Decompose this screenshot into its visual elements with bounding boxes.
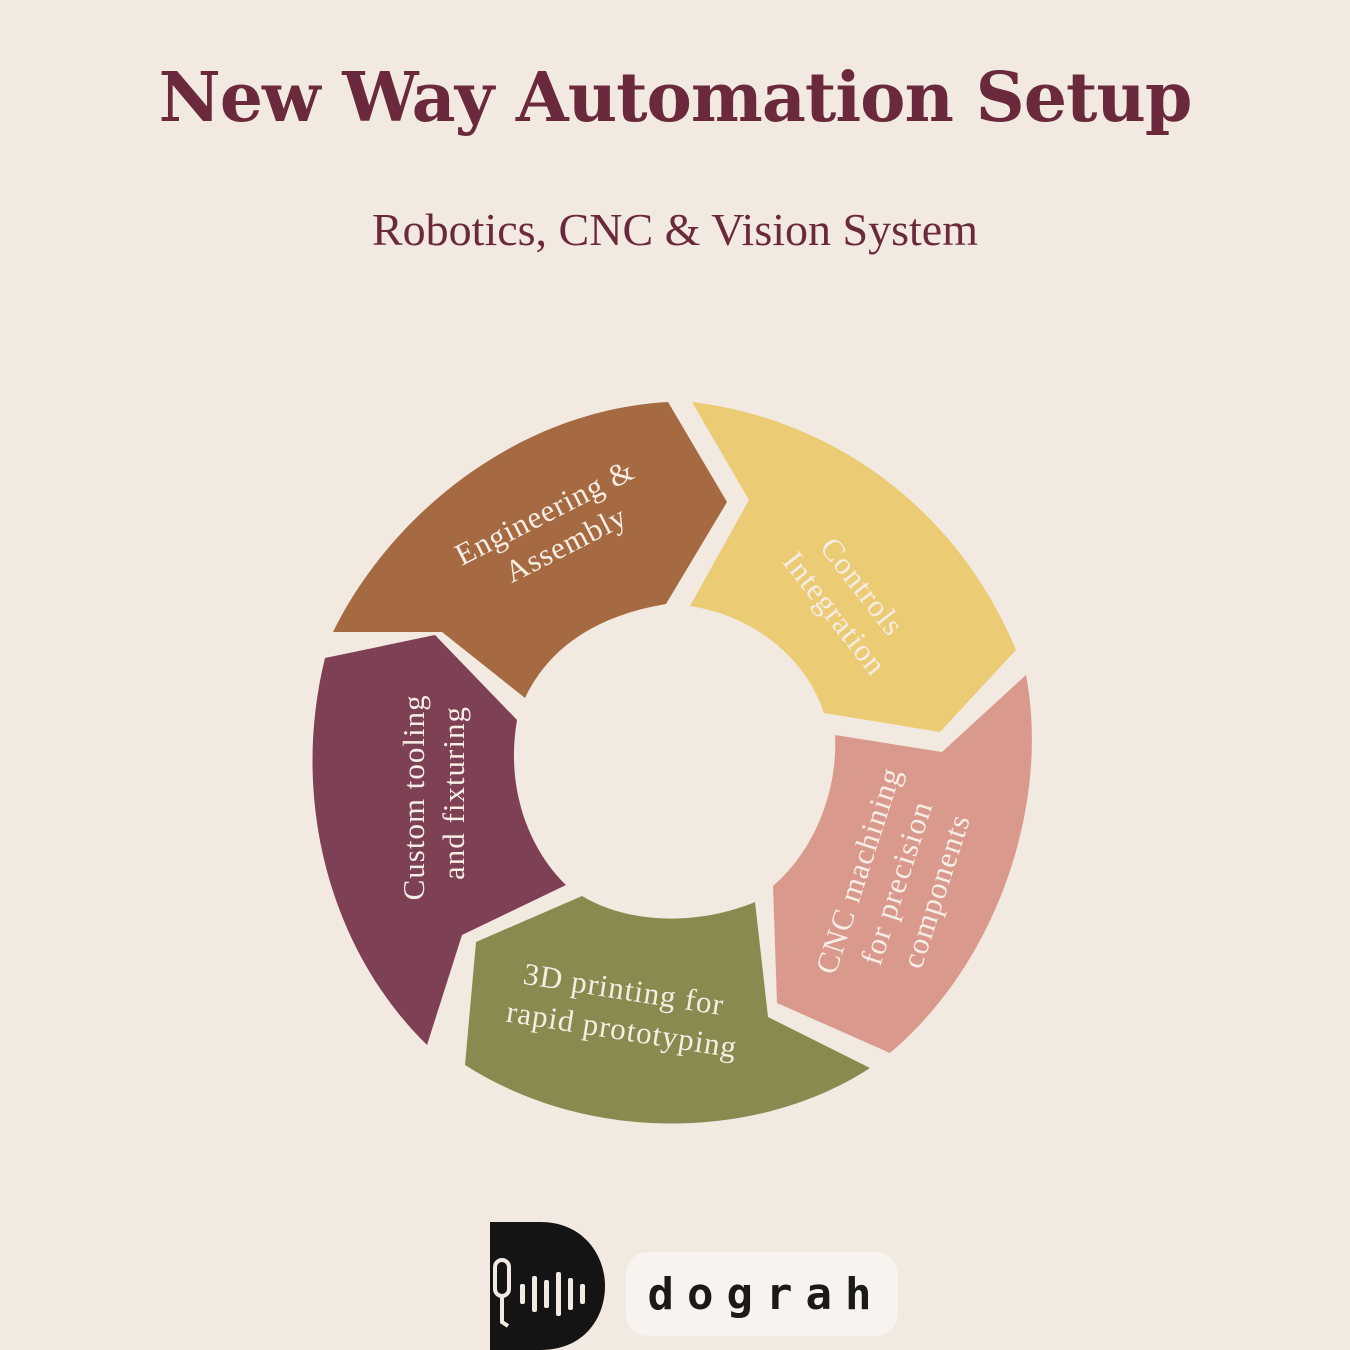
page-subtitle: Robotics, CNC & Vision System [372, 204, 978, 255]
brand-logo: dograh [490, 1222, 900, 1350]
microphone-soundwave-icon [490, 1222, 605, 1350]
segment-tooling-label: Custom tooling and fixturing [396, 686, 471, 901]
segment-tooling-line-2: and fixturing [436, 706, 471, 880]
segment-cnc: CNC machining for precision components [773, 675, 1032, 1053]
segment-controls: Controls Integration [690, 402, 1016, 732]
segment-cnc-shape [773, 675, 1032, 1053]
logo-wordmark: dograh [647, 1268, 885, 1320]
segment-controls-shape [690, 402, 1016, 732]
segment-tooling-line-1: Custom tooling [396, 694, 431, 900]
logo-wordmark-pill: dograh [626, 1252, 898, 1336]
segment-engineering-shape [333, 402, 727, 698]
segment-printing-shape [465, 896, 870, 1124]
segment-engineering: Engineering & Assembly [333, 402, 727, 698]
page-title: New Way Automation Setup [158, 58, 1193, 138]
segment-tooling-shape [312, 635, 566, 1045]
segment-tooling: Custom tooling and fixturing [312, 635, 566, 1045]
segment-printing: 3D printing for rapid prototyping [465, 896, 870, 1124]
